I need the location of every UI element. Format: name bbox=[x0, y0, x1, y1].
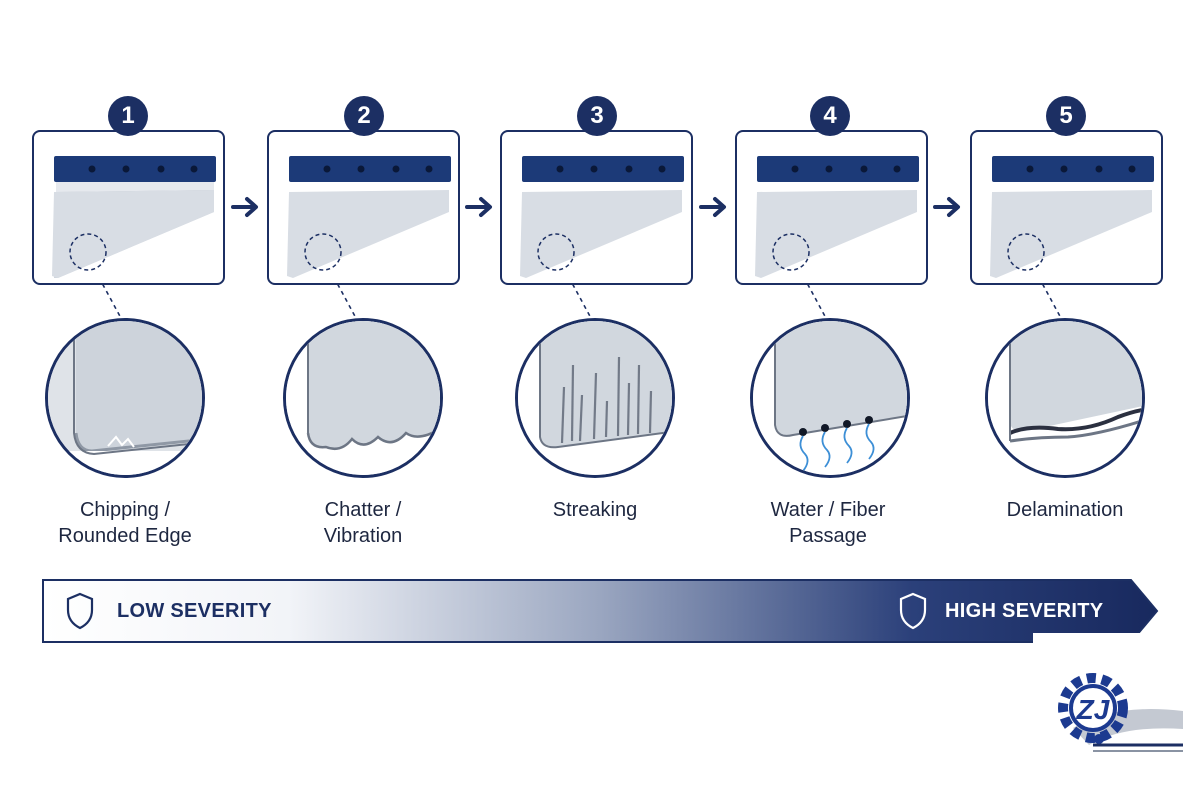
zoom-detail-chipping bbox=[45, 318, 205, 478]
step-label-5: Delamination bbox=[965, 497, 1165, 523]
zoom-detail-streaking bbox=[515, 318, 675, 478]
blade-panel-5 bbox=[970, 130, 1163, 285]
step-label-2-line-1: Chatter / bbox=[324, 499, 402, 521]
arrow-right-icon bbox=[699, 197, 726, 217]
step-label-3-line-1: Streaking bbox=[552, 499, 638, 521]
blade-panel-3 bbox=[500, 130, 693, 285]
high-severity-label: HIGH SEVERITY bbox=[945, 600, 1104, 622]
step-number-2: 2 bbox=[344, 96, 384, 136]
shield-icon bbox=[899, 592, 927, 630]
arrow-right-icon bbox=[465, 197, 492, 217]
step-label-5-line-1: Delamination bbox=[1006, 499, 1124, 521]
shield-icon bbox=[66, 592, 94, 630]
arrow-right-icon bbox=[231, 197, 258, 217]
zoom-detail-water-fiber bbox=[750, 318, 910, 478]
blade-panel-2 bbox=[267, 130, 460, 285]
company-logo: ZJ bbox=[1033, 633, 1200, 800]
step-number-5: 5 bbox=[1046, 96, 1086, 136]
step-label-4-line-1: Water / Fiber bbox=[770, 499, 886, 521]
blade-panel-1 bbox=[32, 130, 225, 285]
low-severity-label: LOW SEVERITY bbox=[117, 600, 272, 622]
blade-panel-4 bbox=[735, 130, 928, 285]
step-label-1: Chipping / Rounded Edge bbox=[25, 497, 225, 549]
zoom-detail-chatter bbox=[283, 318, 443, 478]
severity-scale-arrow bbox=[42, 579, 1159, 643]
arrow-right-icon bbox=[933, 197, 960, 217]
step-label-4: Water / Fiber Passage bbox=[728, 497, 928, 549]
zoom-detail-delamination bbox=[985, 318, 1145, 478]
logo-text: ZJ bbox=[1076, 694, 1111, 725]
step-label-4-line-2: Passage bbox=[789, 525, 867, 547]
step-label-1-line-2: Rounded Edge bbox=[58, 525, 192, 547]
step-number-4: 4 bbox=[810, 96, 850, 136]
step-label-2-line-2: Vibration bbox=[323, 525, 403, 547]
step-label-3: Streaking bbox=[495, 497, 695, 523]
step-number-3: 3 bbox=[577, 96, 617, 136]
step-label-1-line-1: Chipping / bbox=[79, 499, 171, 521]
gear-logo-icon: ZJ bbox=[1058, 673, 1183, 752]
step-label-2: Chatter / Vibration bbox=[263, 497, 463, 549]
step-number-1: 1 bbox=[108, 96, 148, 136]
